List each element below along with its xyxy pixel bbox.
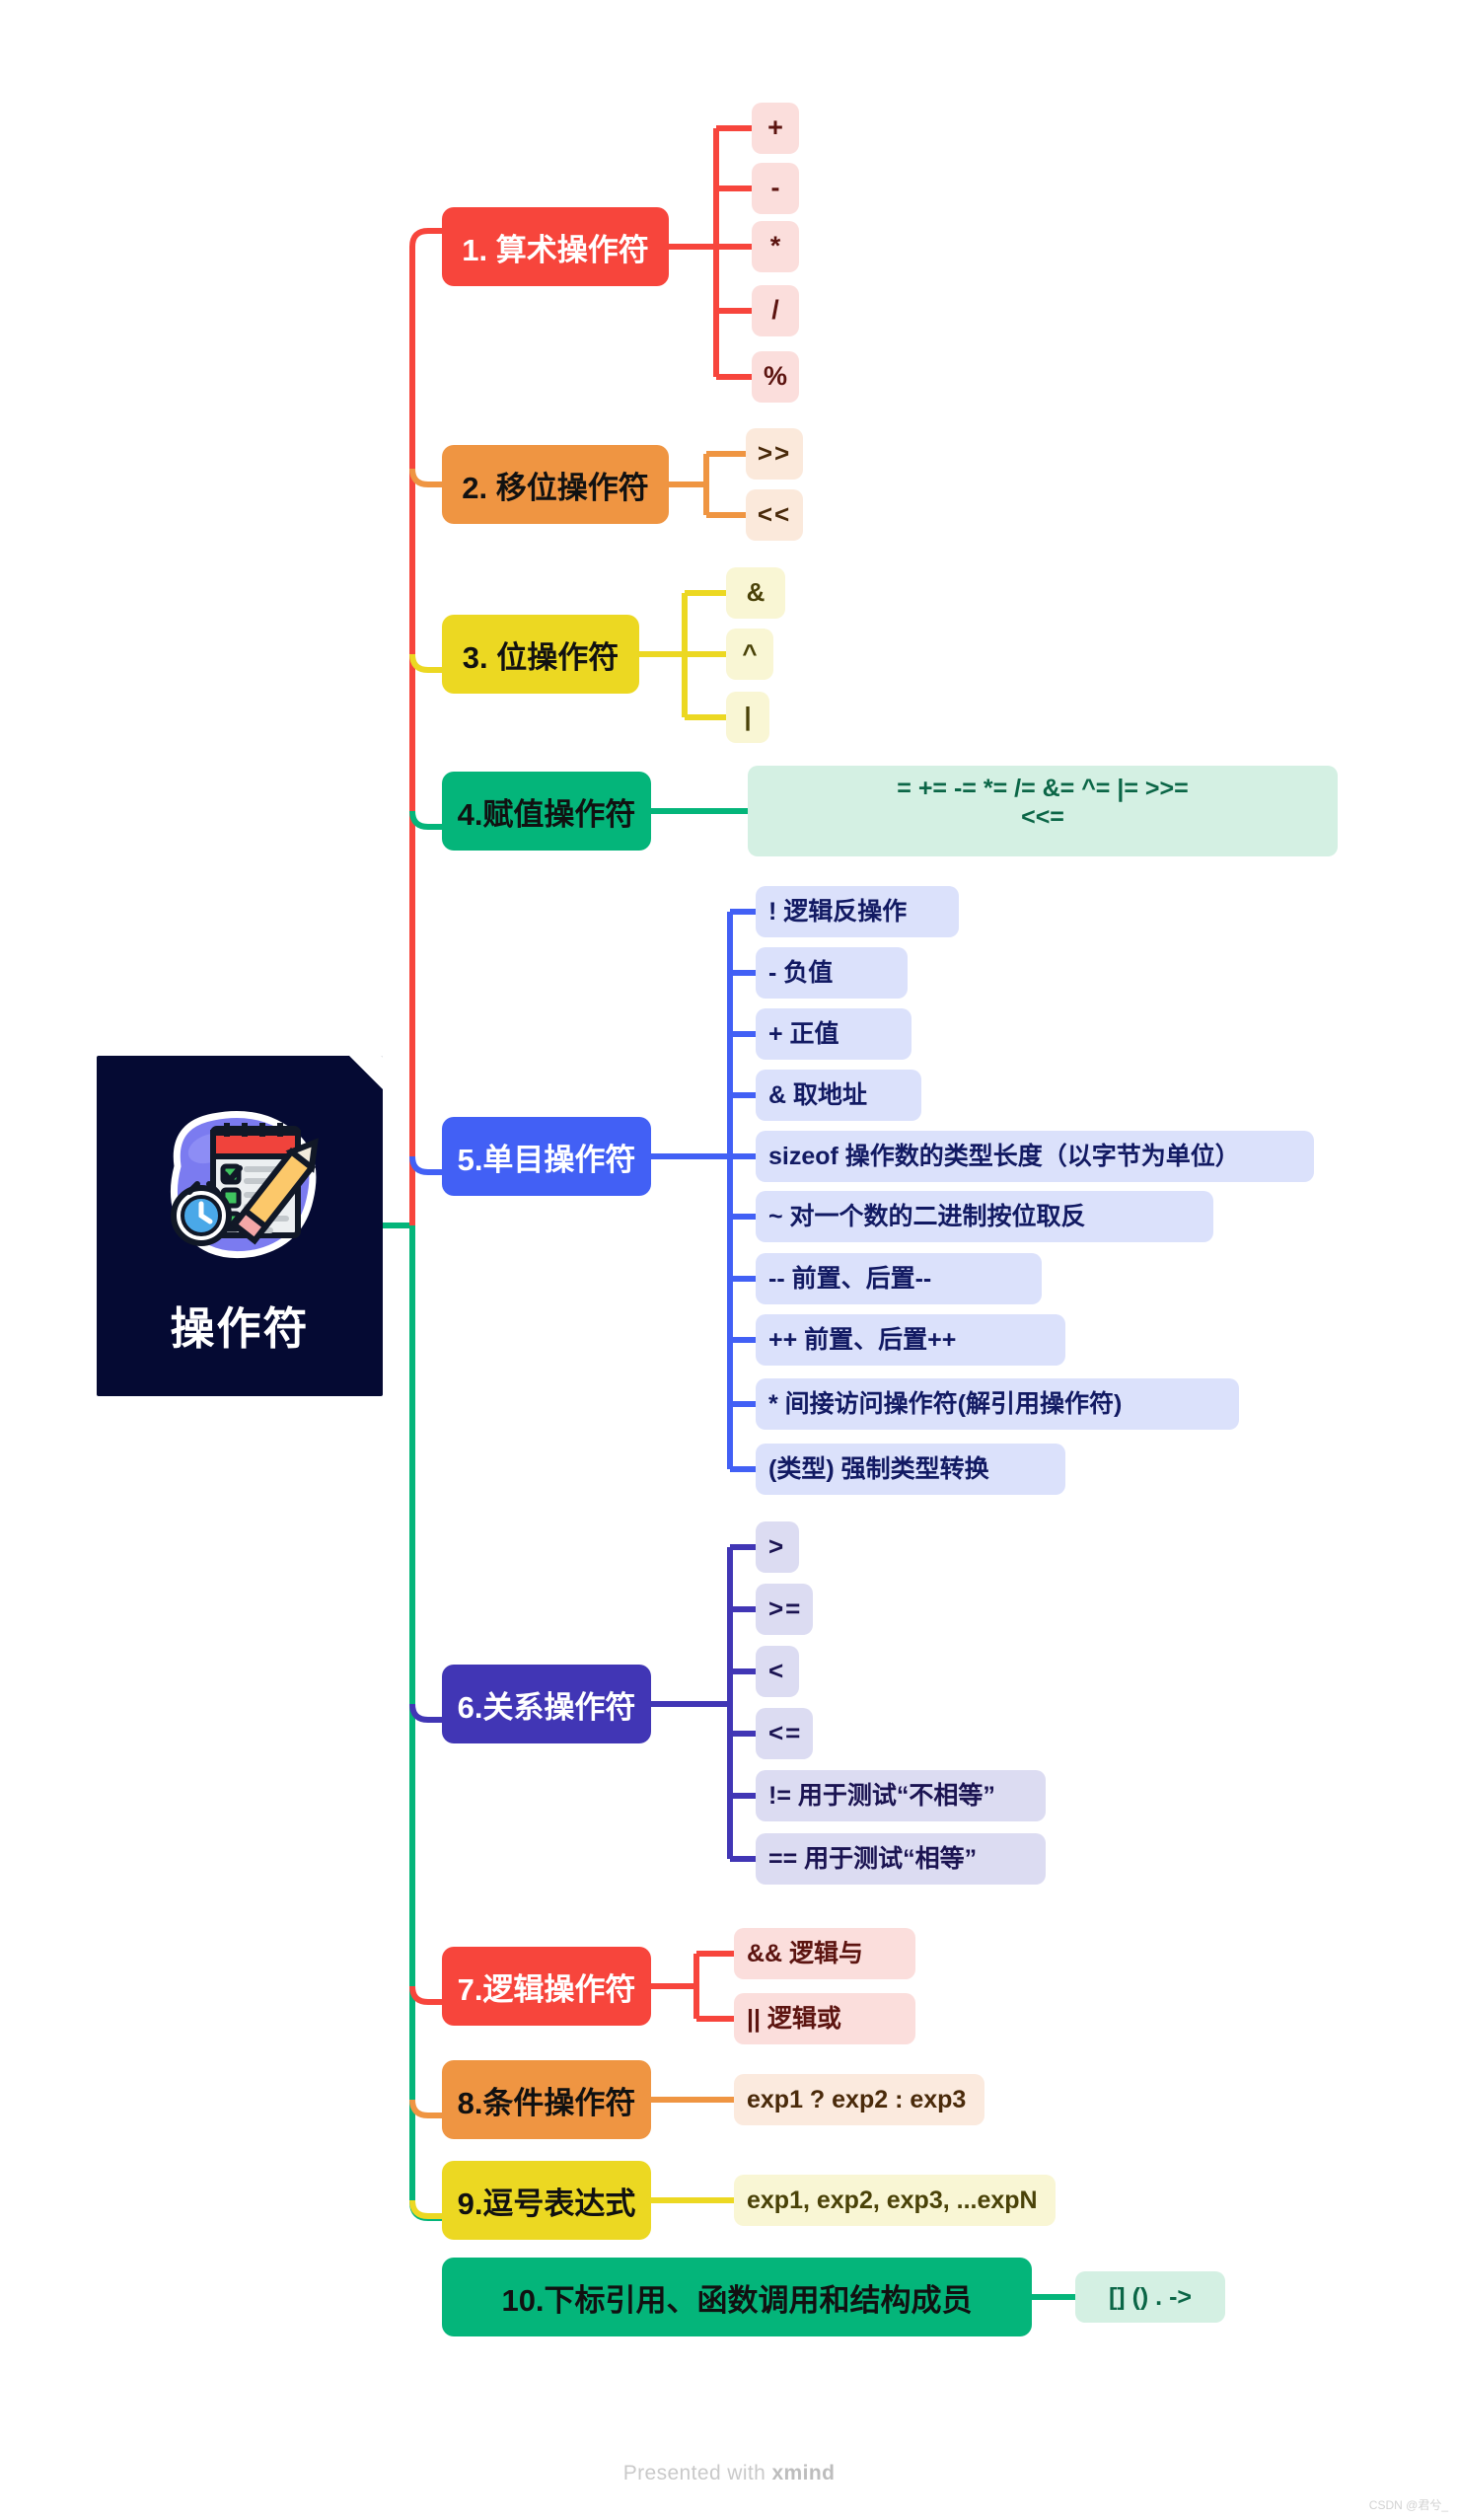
page-fold-corner (349, 1056, 383, 1089)
leaf-4-0[interactable]: = += -= *= /= &= ^= |= >>= <<= (748, 766, 1338, 856)
leaf-label: % (764, 361, 788, 392)
branch-1[interactable]: 1. 算术操作符 (442, 207, 669, 286)
leaf-1-4[interactable]: % (752, 351, 799, 403)
branch-6-label: 6.关系操作符 (457, 1689, 636, 1725)
branch-7[interactable]: 7.逻辑操作符 (442, 1947, 651, 2026)
leaf-3-1[interactable]: ^ (726, 629, 773, 680)
leaf-label: -- 前置、后置-- (768, 1264, 932, 1293)
leaf-label: + 正值 (768, 1019, 839, 1048)
root-node[interactable]: 操作符 (97, 1056, 383, 1396)
branch-8[interactable]: 8.条件操作符 (442, 2060, 651, 2139)
leaf-5-0[interactable]: ! 逻辑反操作 (756, 886, 959, 937)
leaf-6-3[interactable]: <= (756, 1708, 813, 1759)
leaf-label: == 用于测试“相等” (768, 1844, 978, 1873)
leaf-3-2[interactable]: | (726, 692, 769, 743)
leaf-1-3[interactable]: / (752, 285, 799, 336)
leaf-label: - 负值 (768, 958, 834, 987)
leaf-label: != 用于测试“不相等” (768, 1781, 995, 1810)
leaf-label: ! 逻辑反操作 (768, 897, 908, 926)
branch-7-label: 7.逻辑操作符 (457, 1971, 636, 2007)
branch-2[interactable]: 2. 移位操作符 (442, 445, 669, 524)
leaf-6-1[interactable]: >= (756, 1584, 813, 1635)
leaf-2-1[interactable]: << (746, 489, 803, 541)
branch-4[interactable]: 4.赋值操作符 (442, 772, 651, 851)
assign-operators-line2: <<= (1021, 802, 1064, 831)
branch-1-label: 1. 算术操作符 (462, 232, 649, 267)
leaf-label: || 逻辑或 (747, 2004, 841, 2033)
leaf-5-1[interactable]: - 负值 (756, 947, 908, 999)
leaf-8-0[interactable]: exp1 ? exp2 : exp3 (734, 2074, 984, 2125)
leaf-label: >= (768, 1594, 803, 1624)
leaf-7-1[interactable]: || 逻辑或 (734, 1993, 915, 2044)
branch-3[interactable]: 3. 位操作符 (442, 615, 639, 694)
leaf-6-0[interactable]: > (756, 1521, 799, 1573)
watermark-brand: xmind (771, 2462, 836, 2484)
leaf-label: | (744, 702, 752, 732)
leaf-3-0[interactable]: & (726, 567, 785, 619)
leaf-label: & (746, 577, 765, 608)
leaf-5-3[interactable]: & 取地址 (756, 1070, 921, 1121)
leaf-label: sizeof 操作数的类型长度（以字节为单位） (768, 1142, 1240, 1170)
root-title: 操作符 (170, 1303, 310, 1354)
assign-operators-line1: = += -= *= /= &= ^= |= >>= (897, 775, 1189, 802)
leaf-2-0[interactable]: >> (746, 428, 803, 480)
leaf-label: - (770, 173, 780, 203)
leaf-label: [] () . -> (1108, 2282, 1192, 2311)
leaf-1-0[interactable]: + (752, 103, 799, 154)
branch-5[interactable]: 5.单目操作符 (442, 1117, 651, 1196)
branch-3-label: 3. 位操作符 (462, 639, 620, 675)
leaf-5-7[interactable]: ++ 前置、后置++ (756, 1314, 1065, 1366)
xmind-watermark: Presented with xmind (0, 2462, 1458, 2485)
branch-4-label: 4.赋值操作符 (457, 796, 636, 832)
leaf-label: ^ (742, 638, 758, 669)
leaf-label: ++ 前置、后置++ (768, 1325, 957, 1354)
branch-10[interactable]: 10.下标引用、函数调用和结构成员 (442, 2258, 1032, 2336)
branch-6[interactable]: 6.关系操作符 (442, 1665, 651, 1743)
branch-5-label: 5.单目操作符 (457, 1142, 636, 1177)
leaf-1-1[interactable]: - (752, 163, 799, 214)
leaf-label: ~ 对一个数的二进制按位取反 (768, 1202, 1086, 1230)
leaf-label: * (769, 231, 781, 261)
branch-9-label: 9.逗号表达式 (457, 2186, 636, 2221)
leaf-6-4[interactable]: != 用于测试“不相等” (756, 1770, 1046, 1821)
checklist-clipboard-icon (152, 1097, 328, 1273)
leaf-label: (类型) 强制类型转换 (768, 1454, 989, 1483)
leaf-label: / (771, 295, 779, 326)
leaf-label: && 逻辑与 (747, 1939, 864, 1967)
leaf-5-4[interactable]: sizeof 操作数的类型长度（以字节为单位） (756, 1131, 1314, 1182)
leaf-5-5[interactable]: ~ 对一个数的二进制按位取反 (756, 1191, 1213, 1242)
branch-2-label: 2. 移位操作符 (462, 470, 649, 505)
leaf-label: < (768, 1656, 784, 1686)
leaf-label: >> (757, 438, 792, 469)
leaf-5-2[interactable]: + 正值 (756, 1008, 911, 1060)
leaf-6-2[interactable]: < (756, 1646, 799, 1697)
leaf-label: <= (768, 1718, 803, 1748)
branch-9[interactable]: 9.逗号表达式 (442, 2161, 651, 2240)
leaf-9-0[interactable]: exp1, exp2, exp3, ...expN (734, 2175, 1056, 2226)
leaf-label: & 取地址 (768, 1080, 868, 1109)
leaf-label: * 间接访问操作符(解引用操作符) (768, 1389, 1123, 1418)
leaf-7-0[interactable]: && 逻辑与 (734, 1928, 915, 1979)
leaf-label: + (767, 112, 783, 143)
leaf-label: << (757, 499, 792, 530)
branch-10-label: 10.下标引用、函数调用和结构成员 (501, 2282, 973, 2318)
leaf-label: > (768, 1531, 784, 1562)
leaf-10-0[interactable]: [] () . -> (1075, 2271, 1225, 2323)
leaf-6-5[interactable]: == 用于测试“相等” (756, 1833, 1046, 1885)
branch-8-label: 8.条件操作符 (457, 2085, 636, 2120)
leaf-1-2[interactable]: * (752, 221, 799, 272)
watermark-prefix: Presented with (622, 2462, 772, 2484)
leaf-5-8[interactable]: * 间接访问操作符(解引用操作符) (756, 1378, 1239, 1430)
leaf-label: exp1 ? exp2 : exp3 (747, 2085, 967, 2113)
csdn-watermark: CSDN @君兮_ (1368, 2498, 1448, 2512)
leaf-5-6[interactable]: -- 前置、后置-- (756, 1253, 1042, 1304)
leaf-5-9[interactable]: (类型) 强制类型转换 (756, 1444, 1065, 1495)
leaf-label: exp1, exp2, exp3, ...expN (747, 2186, 1038, 2214)
